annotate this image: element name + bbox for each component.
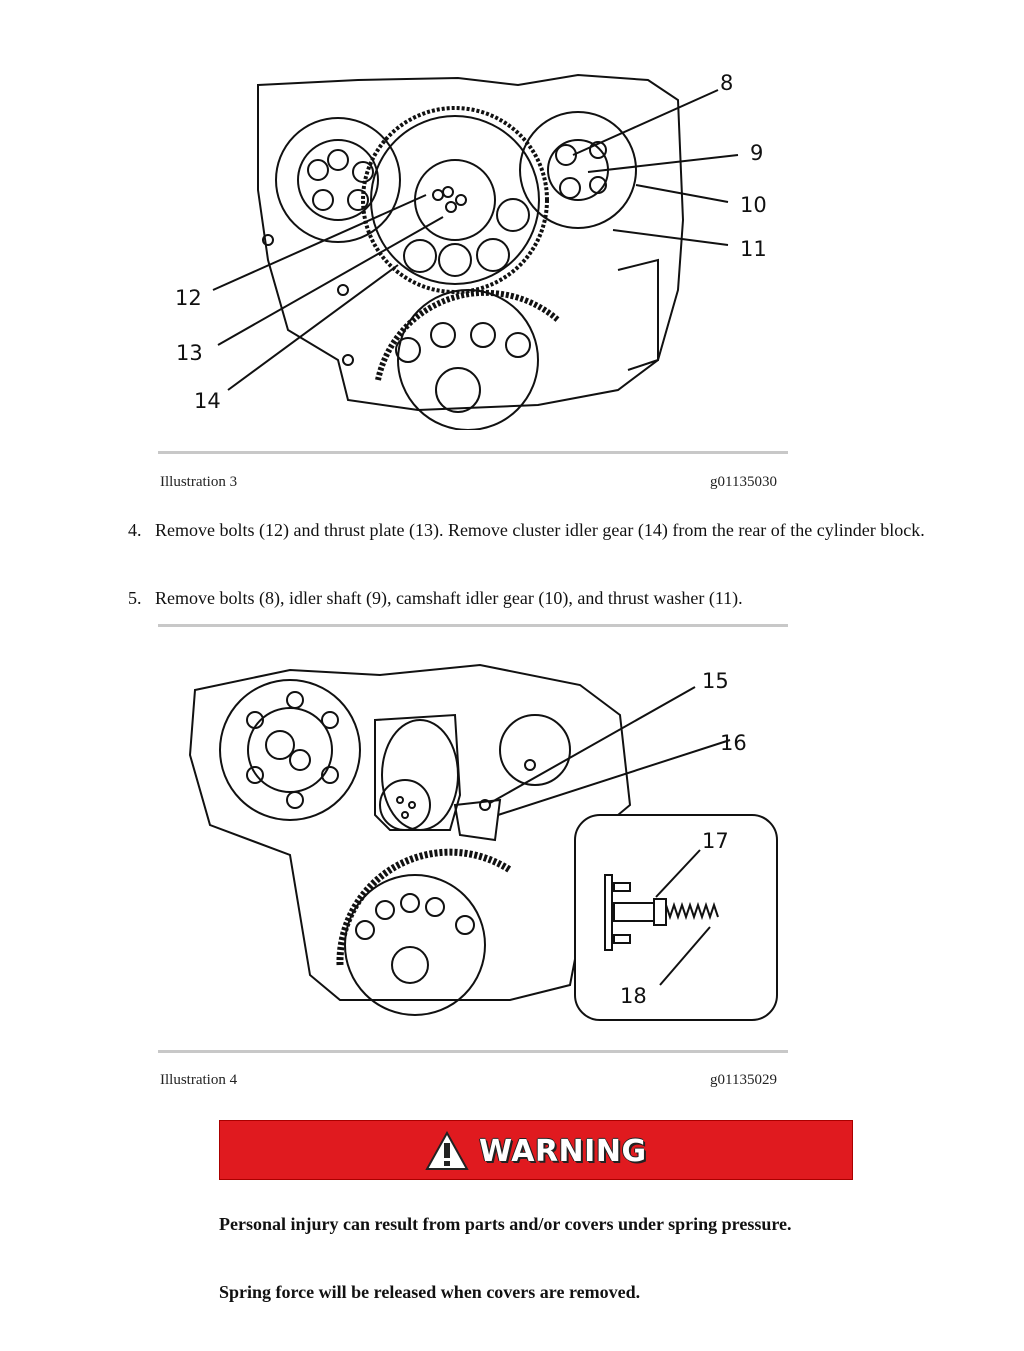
- callout-12: 12: [175, 286, 202, 310]
- warning-label: WARNING: [479, 1133, 647, 1169]
- step-5-text: Remove bolts (8), idler shaft (9), camsh…: [155, 588, 743, 608]
- warning-paragraph-1: Personal injury can result from parts an…: [219, 1214, 792, 1234]
- step-4-number: 4.: [128, 520, 142, 540]
- callout-8: 8: [720, 71, 733, 95]
- illustration-4-id: g01135029: [710, 1072, 777, 1088]
- illustration-4-label: Illustration 4: [160, 1072, 238, 1088]
- figure-2-rule: [158, 1050, 788, 1053]
- warning-banner: WARNING: [219, 1120, 853, 1180]
- illustration-3-label: Illustration 3: [160, 474, 238, 490]
- step-5-number: 5.: [128, 588, 142, 608]
- callout-16: 16: [720, 731, 747, 755]
- callout-17: 17: [702, 829, 729, 853]
- figure-1-rule: [158, 451, 788, 454]
- callout-14: 14: [194, 389, 221, 413]
- callout-10: 10: [740, 193, 767, 217]
- illustration-3-id: g01135030: [710, 474, 777, 490]
- callout-9: 9: [750, 141, 763, 165]
- warning-triangle-icon: [425, 1131, 469, 1170]
- illustration-4-drawing: 15 16 17 18: [188, 663, 778, 1021]
- callout-18: 18: [620, 984, 647, 1008]
- warning-paragraph-2: Spring force will be released when cover…: [219, 1282, 641, 1302]
- step-4-text: Remove bolts (12) and thrust plate (13).…: [155, 520, 925, 540]
- illustration-3-drawing: 8 9 10 11 12 13 14: [175, 71, 767, 430]
- figure-2-top-rule: [158, 624, 788, 627]
- callout-13: 13: [176, 341, 203, 365]
- callout-15: 15: [702, 669, 729, 693]
- callout-11: 11: [740, 237, 767, 261]
